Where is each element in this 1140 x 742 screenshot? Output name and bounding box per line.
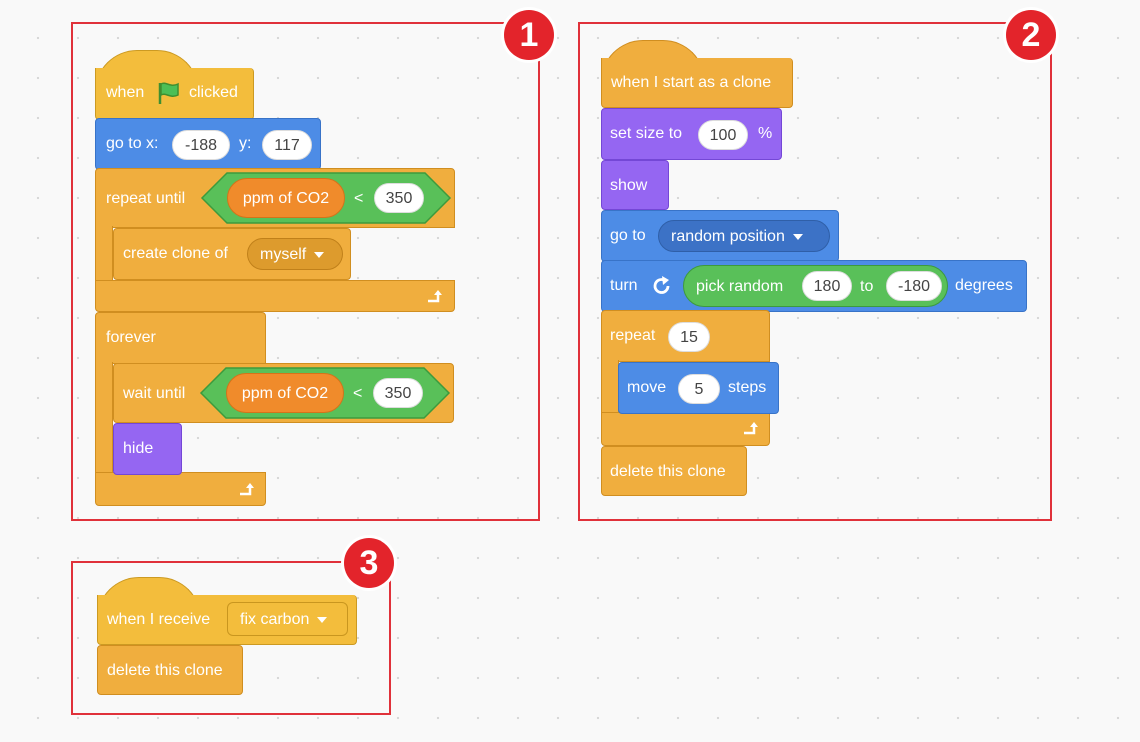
- goto-random-block[interactable]: go to random position: [601, 210, 839, 262]
- set-size-block[interactable]: set size to 100 %: [601, 108, 782, 160]
- move-label: move: [627, 379, 667, 396]
- badge-2: 2: [1006, 10, 1056, 60]
- repeat-until-foot: [95, 280, 455, 312]
- delete-clone-block[interactable]: delete this clone: [97, 645, 243, 695]
- repeat-block[interactable]: repeat 15: [601, 310, 770, 362]
- chevron-down-icon: [314, 251, 325, 258]
- rotate-clockwise-icon: [653, 276, 670, 294]
- size-input[interactable]: 100: [698, 120, 748, 150]
- repeat-until-arm: [95, 226, 113, 282]
- percent-label: %: [758, 125, 773, 142]
- create-clone-block[interactable]: create clone of myself: [113, 228, 351, 280]
- degrees-label: degrees: [955, 277, 1013, 294]
- steps-input[interactable]: 5: [678, 374, 720, 404]
- less-than-operator: <: [353, 385, 363, 402]
- hide-block[interactable]: hide: [113, 423, 182, 475]
- x-input[interactable]: -188: [172, 130, 230, 160]
- threshold-input[interactable]: 350: [373, 378, 423, 408]
- forever-foot: [95, 472, 266, 506]
- badge-1: 1: [504, 10, 554, 60]
- message-dropdown[interactable]: fix carbon: [227, 602, 348, 636]
- goto-x-label: go to x:: [106, 135, 159, 152]
- hide-label: hide: [123, 440, 154, 457]
- forever-block[interactable]: forever: [95, 312, 266, 364]
- repeat-arm: [601, 360, 619, 416]
- goto-target-dropdown[interactable]: random position: [658, 220, 830, 252]
- turn-label: turn: [610, 277, 638, 294]
- create-clone-label: create clone of: [123, 245, 228, 262]
- random-to-label: to: [860, 278, 874, 295]
- goto-target-value: random position: [671, 228, 785, 245]
- green-flag-icon: [158, 82, 179, 104]
- forever-label: forever: [106, 329, 156, 346]
- delete-clone-block[interactable]: delete this clone: [601, 446, 747, 496]
- badge-3: 3: [344, 538, 394, 588]
- loop-arrow-icon: [744, 422, 758, 435]
- when-start-as-clone-block[interactable]: when I start as a clone: [601, 58, 793, 108]
- chevron-down-icon: [792, 233, 803, 240]
- hat-label-when: when: [106, 84, 145, 101]
- show-block[interactable]: show: [601, 160, 669, 210]
- set-size-label: set size to: [610, 125, 683, 142]
- clone-hat-label: when I start as a clone: [611, 74, 772, 91]
- wait-until-label: wait until: [123, 385, 186, 402]
- pick-random-label: pick random: [696, 278, 784, 295]
- pick-random-reporter[interactable]: pick random 180 to -180: [683, 265, 948, 307]
- loop-arrow-icon: [428, 290, 442, 303]
- delete-clone-label: delete this clone: [107, 662, 223, 679]
- random-to-input[interactable]: -180: [886, 271, 942, 301]
- repeat-until-label: repeat until: [106, 190, 186, 207]
- move-steps-block[interactable]: move 5 steps: [618, 362, 779, 414]
- show-label: show: [610, 177, 648, 194]
- when-flag-clicked-block[interactable]: when clicked: [95, 68, 254, 120]
- receive-label: when I receive: [107, 611, 211, 628]
- repeat-foot: [601, 412, 770, 446]
- threshold-input[interactable]: 350: [374, 183, 424, 213]
- turn-block[interactable]: turn pick random 180 to -180 degrees: [601, 260, 1027, 312]
- less-than-operator: <: [354, 190, 364, 207]
- forever-arm: [95, 362, 113, 474]
- when-i-receive-block[interactable]: when I receive fix carbon: [97, 595, 357, 645]
- random-from-input[interactable]: 180: [802, 271, 852, 301]
- clone-target-dropdown[interactable]: myself: [247, 238, 343, 270]
- message-value: fix carbon: [240, 611, 310, 628]
- delete-clone-label: delete this clone: [610, 463, 726, 480]
- goto-label: go to: [610, 227, 646, 244]
- goto-xy-block[interactable]: go to x: -188 y: 117: [95, 118, 321, 170]
- reporter-ppm-co2[interactable]: ppm of CO2: [227, 178, 345, 218]
- repeat-count-input[interactable]: 15: [668, 322, 710, 352]
- loop-arrow-icon: [240, 483, 254, 496]
- y-input[interactable]: 117: [262, 130, 312, 160]
- reporter-ppm-co2[interactable]: ppm of CO2: [226, 373, 344, 413]
- hat-label-clicked: clicked: [189, 84, 238, 101]
- chevron-down-icon: [317, 616, 328, 623]
- repeat-label: repeat: [610, 327, 656, 344]
- goto-y-label: y:: [239, 135, 252, 152]
- frame-script-2: [578, 22, 1052, 521]
- clone-target-value: myself: [260, 246, 307, 263]
- frame-script-3: [71, 561, 391, 715]
- steps-label: steps: [728, 379, 767, 396]
- frame-script-1: [71, 22, 540, 521]
